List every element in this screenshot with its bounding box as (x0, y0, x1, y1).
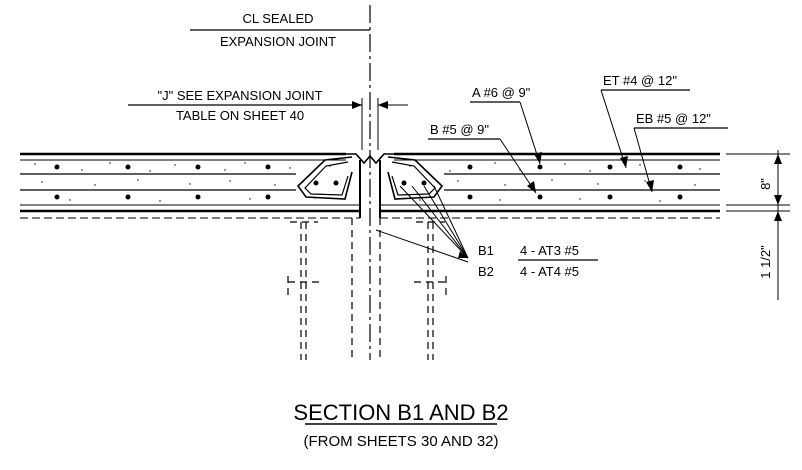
right-slab (379, 152, 720, 219)
eb-bars-label: EB #5 @ 12" (636, 111, 711, 126)
b2-spec: 4 - AT4 #5 (520, 264, 579, 279)
right-rebar-dots (467, 164, 683, 200)
cl-label-line1: CL SEALED (242, 11, 313, 26)
section-title: SECTION B1 AND B2 (293, 400, 508, 425)
vertical-dimensions: 8" 1 1/2" (726, 150, 790, 300)
j-label-line2: TABLE ON SHEET 40 (176, 108, 304, 123)
title-block: SECTION B1 AND B2 (FROM SHEETS 30 AND 32… (293, 400, 508, 450)
left-concrete-stipple (34, 162, 331, 202)
et-bars-label: ET #4 @ 12" (603, 73, 677, 88)
dim-slab-depth: 8" (758, 178, 773, 190)
left-rebar-dots (54, 164, 271, 200)
a-bars-label: A #6 @ 9" (472, 85, 531, 100)
girders (287, 218, 447, 360)
b1-spec: 4 - AT3 #5 (520, 243, 579, 258)
j-arrow-left (352, 101, 362, 109)
left-slab (20, 152, 361, 219)
b2-tag: B2 (478, 264, 494, 279)
section-subtitle: (FROM SHEETS 30 AND 32) (303, 433, 498, 450)
b1-tag: B1 (478, 243, 494, 258)
right-concrete-stipple (409, 162, 701, 202)
cl-label: CL SEALED EXPANSION JOINT (190, 11, 370, 49)
b-bars-label: B #5 @ 9" (430, 122, 489, 137)
j-label-line1: "J" SEE EXPANSION JOINT (157, 88, 322, 103)
j-dimension-label: "J" SEE EXPANSION JOINT TABLE ON SHEET 4… (128, 88, 408, 150)
rebar-callouts: A #6 @ 9" B #5 @ 9" ET #4 @ 12" EB #5 @ … (375, 73, 728, 279)
dim-haunch: 1 1/2" (758, 245, 773, 279)
cl-label-line2: EXPANSION JOINT (220, 34, 336, 49)
joint-seal (346, 153, 394, 165)
